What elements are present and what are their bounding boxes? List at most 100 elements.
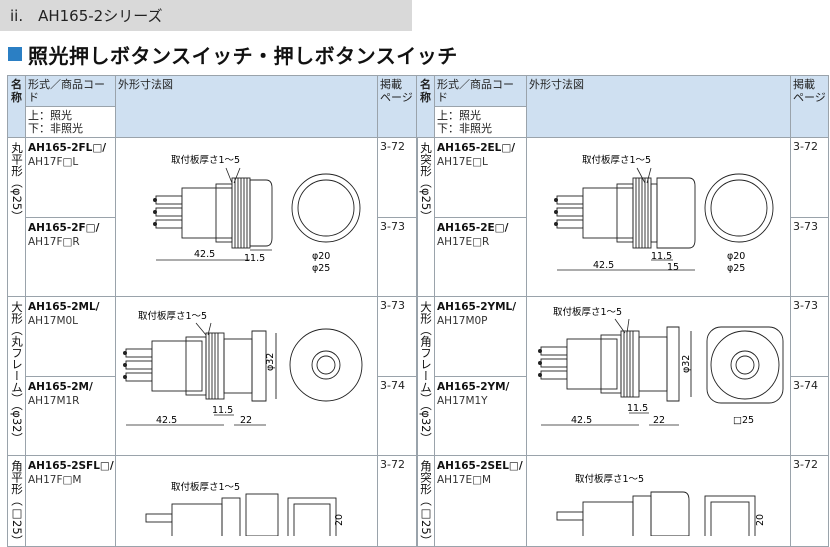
page-ref: 3-72 xyxy=(380,458,405,471)
code-bold: AH165-2FL□/ xyxy=(28,142,107,154)
dim-offset: 11.5 xyxy=(212,405,233,416)
code: AH17F□M xyxy=(28,474,82,486)
code: AH17M0L xyxy=(28,315,79,327)
dim-offset2: 22 xyxy=(240,415,252,426)
dim-offset: 11.5 xyxy=(651,251,672,262)
code: AH17M1Y xyxy=(437,394,488,407)
dim-d2: φ25 xyxy=(727,263,745,274)
dim-d2: □25 xyxy=(733,415,754,426)
code-bold: AH165-2ML/ xyxy=(28,301,100,313)
table-row: AH165-2M/AH17M1R 3-74 xyxy=(8,375,418,456)
product-name: 角突形（□25） xyxy=(419,460,433,547)
panel-label: 取付板厚さ1～5 xyxy=(171,481,240,493)
table-row: 角平形（□25） AH165-2SFL□/ AH17F□M 取付板厚さ1～5 20… xyxy=(7,454,418,547)
code: AH17F□L xyxy=(28,156,79,168)
page-ref: 3-72 xyxy=(380,140,405,153)
code-bold: AH165-2SEL□/ xyxy=(437,460,523,472)
dim-offset: 11.5 xyxy=(627,403,648,414)
code-bold: AH165-2E□/ xyxy=(437,221,509,234)
dimension-drawing: 取付板厚さ1～5 42.5 11.5 xyxy=(554,154,774,274)
table-row: 大形（丸フレーム）（φ32） AH165-2ML/AH17M0L 取付板厚さ1～… xyxy=(7,296,418,456)
table-row: 丸突形（φ25） AH165-2EL□/ AH17E□L 取付板厚さ1～5 xyxy=(416,137,829,297)
page-heading: 照光押しボタンスイッチ・押しボタンスイッチ xyxy=(8,40,458,68)
heading-square-icon xyxy=(8,47,22,61)
col-form-code: 形式／商品コード xyxy=(28,78,105,104)
panel-label: 取付板厚さ1～5 xyxy=(171,154,240,166)
col-unlit: 下：非照光 xyxy=(437,122,492,135)
dim-offset2: 15 xyxy=(667,262,679,273)
dim-offset2: 22 xyxy=(653,415,665,426)
product-name: 角平形（□25） xyxy=(10,460,24,547)
code-bold: AH165-2SFL□/ xyxy=(28,460,114,472)
panel-label: 取付板厚さ1～5 xyxy=(575,473,644,485)
col-form-code: 形式／商品コード xyxy=(437,78,514,104)
catalog-table-left: 名称 形式／商品コード 上：照光下：非照光 外形寸法図 掲載ページ 丸平形（φ2… xyxy=(7,75,418,547)
dim-length: 42.5 xyxy=(571,415,592,426)
table-row: 大形（角フレーム）（φ32） AH165-2YML/AH17M0P 取付板厚さ1… xyxy=(416,296,829,456)
page-ref: 3-73 xyxy=(793,299,818,312)
col-unlit: 下：非照光 xyxy=(28,122,83,135)
page-ref: 3-73 xyxy=(793,219,818,233)
dim-length: 42.5 xyxy=(593,260,614,271)
table-row: 角突形（□25） AH165-2SEL□/ AH17E□M 取付板厚さ1～5 20… xyxy=(416,454,829,547)
col-lit: 上：照光 xyxy=(28,109,72,122)
dim-d1: 20 xyxy=(334,514,345,526)
col-dims: 外形寸法図 xyxy=(118,78,173,91)
table-row: AH165-2YM/AH17M1Y 3-74 xyxy=(417,375,829,456)
dimension-drawing: 取付板厚さ1～5 20 xyxy=(145,481,345,545)
page-ref: 3-74 xyxy=(380,378,405,392)
dim-d1: φ20 xyxy=(312,251,330,262)
page-ref: 3-74 xyxy=(793,378,818,392)
col-lit: 上：照光 xyxy=(437,109,481,122)
page-ref: 3-72 xyxy=(793,140,818,153)
col-page-bottom: ページ xyxy=(793,91,826,104)
panel-label: 取付板厚さ1～5 xyxy=(553,306,622,318)
catalog-table-right: 名称 形式／商品コード 上：照光下：非照光 外形寸法図 掲載ページ 丸突形（φ2… xyxy=(416,75,829,547)
code: AH17E□L xyxy=(437,156,488,168)
dim-length: 42.5 xyxy=(194,249,215,260)
code: AH17M1R xyxy=(28,394,80,407)
code-bold: AH165-2YML/ xyxy=(437,301,517,313)
col-page-top: 掲載 xyxy=(793,78,815,91)
page-title: 照光押しボタンスイッチ・押しボタンスイッチ xyxy=(28,43,458,68)
table-header-left: 名称 形式／商品コード 上：照光下：非照光 外形寸法図 掲載ページ xyxy=(7,75,418,138)
dim-length: 42.5 xyxy=(156,415,177,426)
section-label: ii. AH165-2シリーズ xyxy=(10,7,163,25)
product-name: 大形（角フレーム）（φ32） xyxy=(419,301,433,444)
col-page-top: 掲載 xyxy=(380,78,402,91)
dim-offset: 11.5 xyxy=(244,253,265,264)
dim-d1: φ32 xyxy=(265,353,276,371)
dimension-drawing: 取付板厚さ1～5 42.5 11.5 φ20 φ25 xyxy=(153,154,361,274)
table-row: AH165-2E□/AH17E□R 3-73 xyxy=(417,216,829,297)
dimension-drawing: 取付板厚さ1～5 φ32 42.5 xyxy=(538,306,784,426)
table-header-right: 名称 形式／商品コード 上：照光下：非照光 外形寸法図 掲載ページ xyxy=(416,75,829,138)
code-bold: AH165-2M/ xyxy=(28,380,93,393)
col-dims: 外形寸法図 xyxy=(529,78,584,91)
product-name: 丸突形（φ25） xyxy=(419,142,433,222)
code-bold: AH165-2F□/ xyxy=(28,221,100,234)
product-name: 丸平形（φ25） xyxy=(10,142,24,222)
page-ref: 3-72 xyxy=(793,458,818,471)
code-bold: AH165-2EL□/ xyxy=(437,142,516,154)
col-name-bottom: 称 xyxy=(11,91,22,104)
panel-label: 取付板厚さ1～5 xyxy=(582,154,651,166)
code: AH17M0P xyxy=(437,315,488,327)
table-row: 丸平形（φ25） AH165-2FL□/ AH17F□L 取付板厚さ1～5 xyxy=(7,137,418,297)
dim-d1: 20 xyxy=(755,514,766,526)
dim-d1: φ20 xyxy=(727,251,745,262)
section-band: ii. AH165-2シリーズ xyxy=(0,0,412,31)
code: AH17E□M xyxy=(437,474,492,486)
code: AH17F□R xyxy=(28,235,80,248)
col-name-top: 名 xyxy=(420,78,431,91)
dimension-drawing: 取付板厚さ1～5 20 xyxy=(556,473,766,543)
col-page-bottom: ページ xyxy=(380,91,413,104)
code-bold: AH165-2YM/ xyxy=(437,380,510,393)
dim-d2: φ25 xyxy=(312,263,330,274)
page-ref: 3-73 xyxy=(380,299,405,312)
code: AH17E□R xyxy=(437,235,490,248)
dim-d1: φ32 xyxy=(681,355,692,373)
col-name-bottom: 称 xyxy=(420,91,431,104)
col-name-top: 名 xyxy=(11,78,22,91)
dimension-drawing: 取付板厚さ1～5 φ32 42.5 xyxy=(123,310,363,426)
panel-label: 取付板厚さ1～5 xyxy=(138,310,207,322)
